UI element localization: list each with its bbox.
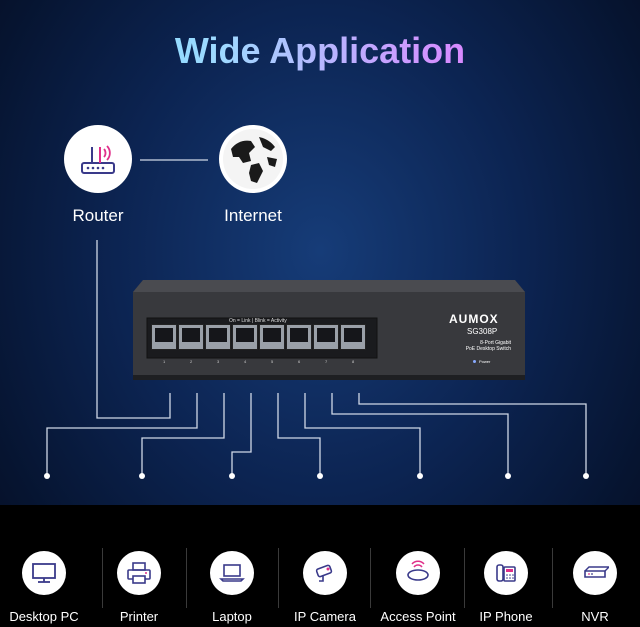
phone-icon: [496, 564, 516, 582]
ethernet-port[interactable]: [151, 324, 177, 350]
device-printer: Printer: [99, 551, 179, 627]
ethernet-port[interactable]: [232, 324, 258, 350]
ethernet-port[interactable]: [178, 324, 204, 350]
port-number: 2: [190, 359, 193, 364]
device-ip-phone: IP Phone: [466, 551, 546, 627]
model-number: SG308P: [467, 327, 498, 336]
power-led: [473, 360, 476, 363]
device-access-point: Access Point: [378, 551, 458, 627]
port-number: 4: [244, 359, 247, 364]
router-label: Router: [72, 206, 124, 225]
globe-icon: [223, 129, 283, 189]
router-node: [64, 125, 132, 193]
divider: [464, 548, 465, 608]
power-label: Power: [479, 359, 491, 364]
desktop-icon: [32, 563, 56, 583]
nvr-icon: [584, 566, 609, 578]
port-number: 8: [352, 359, 355, 364]
divider: [102, 548, 103, 608]
description-line: PoE Desktop Switch: [465, 346, 511, 352]
device-label: IP Camera: [294, 609, 356, 624]
switch-description: 8-Port Gigabit PoE Desktop Switch: [433, 340, 511, 352]
device-label: Access Point: [380, 609, 456, 624]
port-numbers: 1 2 3 4 5 6 7 8: [151, 359, 377, 367]
internet-node: [219, 125, 287, 193]
brand-logo: AUMOX: [449, 312, 499, 326]
camera-icon: [315, 564, 333, 582]
device-label: IP Phone: [479, 609, 533, 624]
device-desktop-pc: Desktop PC: [4, 551, 84, 627]
laptop-icon: [219, 564, 245, 582]
internet-label: Internet: [224, 206, 282, 225]
port-number: 6: [298, 359, 301, 364]
page-title: Wide Application: [0, 30, 640, 72]
device-label: Printer: [119, 609, 159, 624]
divider: [552, 548, 553, 608]
description-line: 8-Port Gigabit: [480, 340, 511, 346]
ethernet-port[interactable]: [259, 324, 285, 350]
network-switch: On = Link | Blink = Activity 1 2 3 4 5 6…: [133, 280, 525, 380]
led-legend: On = Link | Blink = Activity: [229, 318, 287, 324]
device-label: Desktop PC: [9, 609, 79, 624]
port-number: 1: [163, 359, 166, 364]
port-row: [151, 324, 377, 352]
port-number: 3: [217, 359, 220, 364]
device-laptop: Laptop: [192, 551, 272, 627]
printer-icon: [127, 562, 151, 584]
access-point-icon: [407, 560, 429, 581]
ethernet-port[interactable]: [205, 324, 231, 350]
ethernet-port[interactable]: [313, 324, 339, 350]
router-icon: [81, 145, 115, 174]
divider: [278, 548, 279, 608]
device-label: NVR: [581, 609, 609, 624]
device-nvr: NVR: [555, 551, 635, 627]
device-ip-camera: IP Camera: [285, 551, 365, 627]
device-label: Laptop: [212, 609, 252, 624]
ethernet-port[interactable]: [286, 324, 312, 350]
ethernet-port[interactable]: [340, 324, 366, 350]
port-number: 7: [325, 359, 328, 364]
port-number: 5: [271, 359, 274, 364]
divider: [370, 548, 371, 608]
divider: [186, 548, 187, 608]
